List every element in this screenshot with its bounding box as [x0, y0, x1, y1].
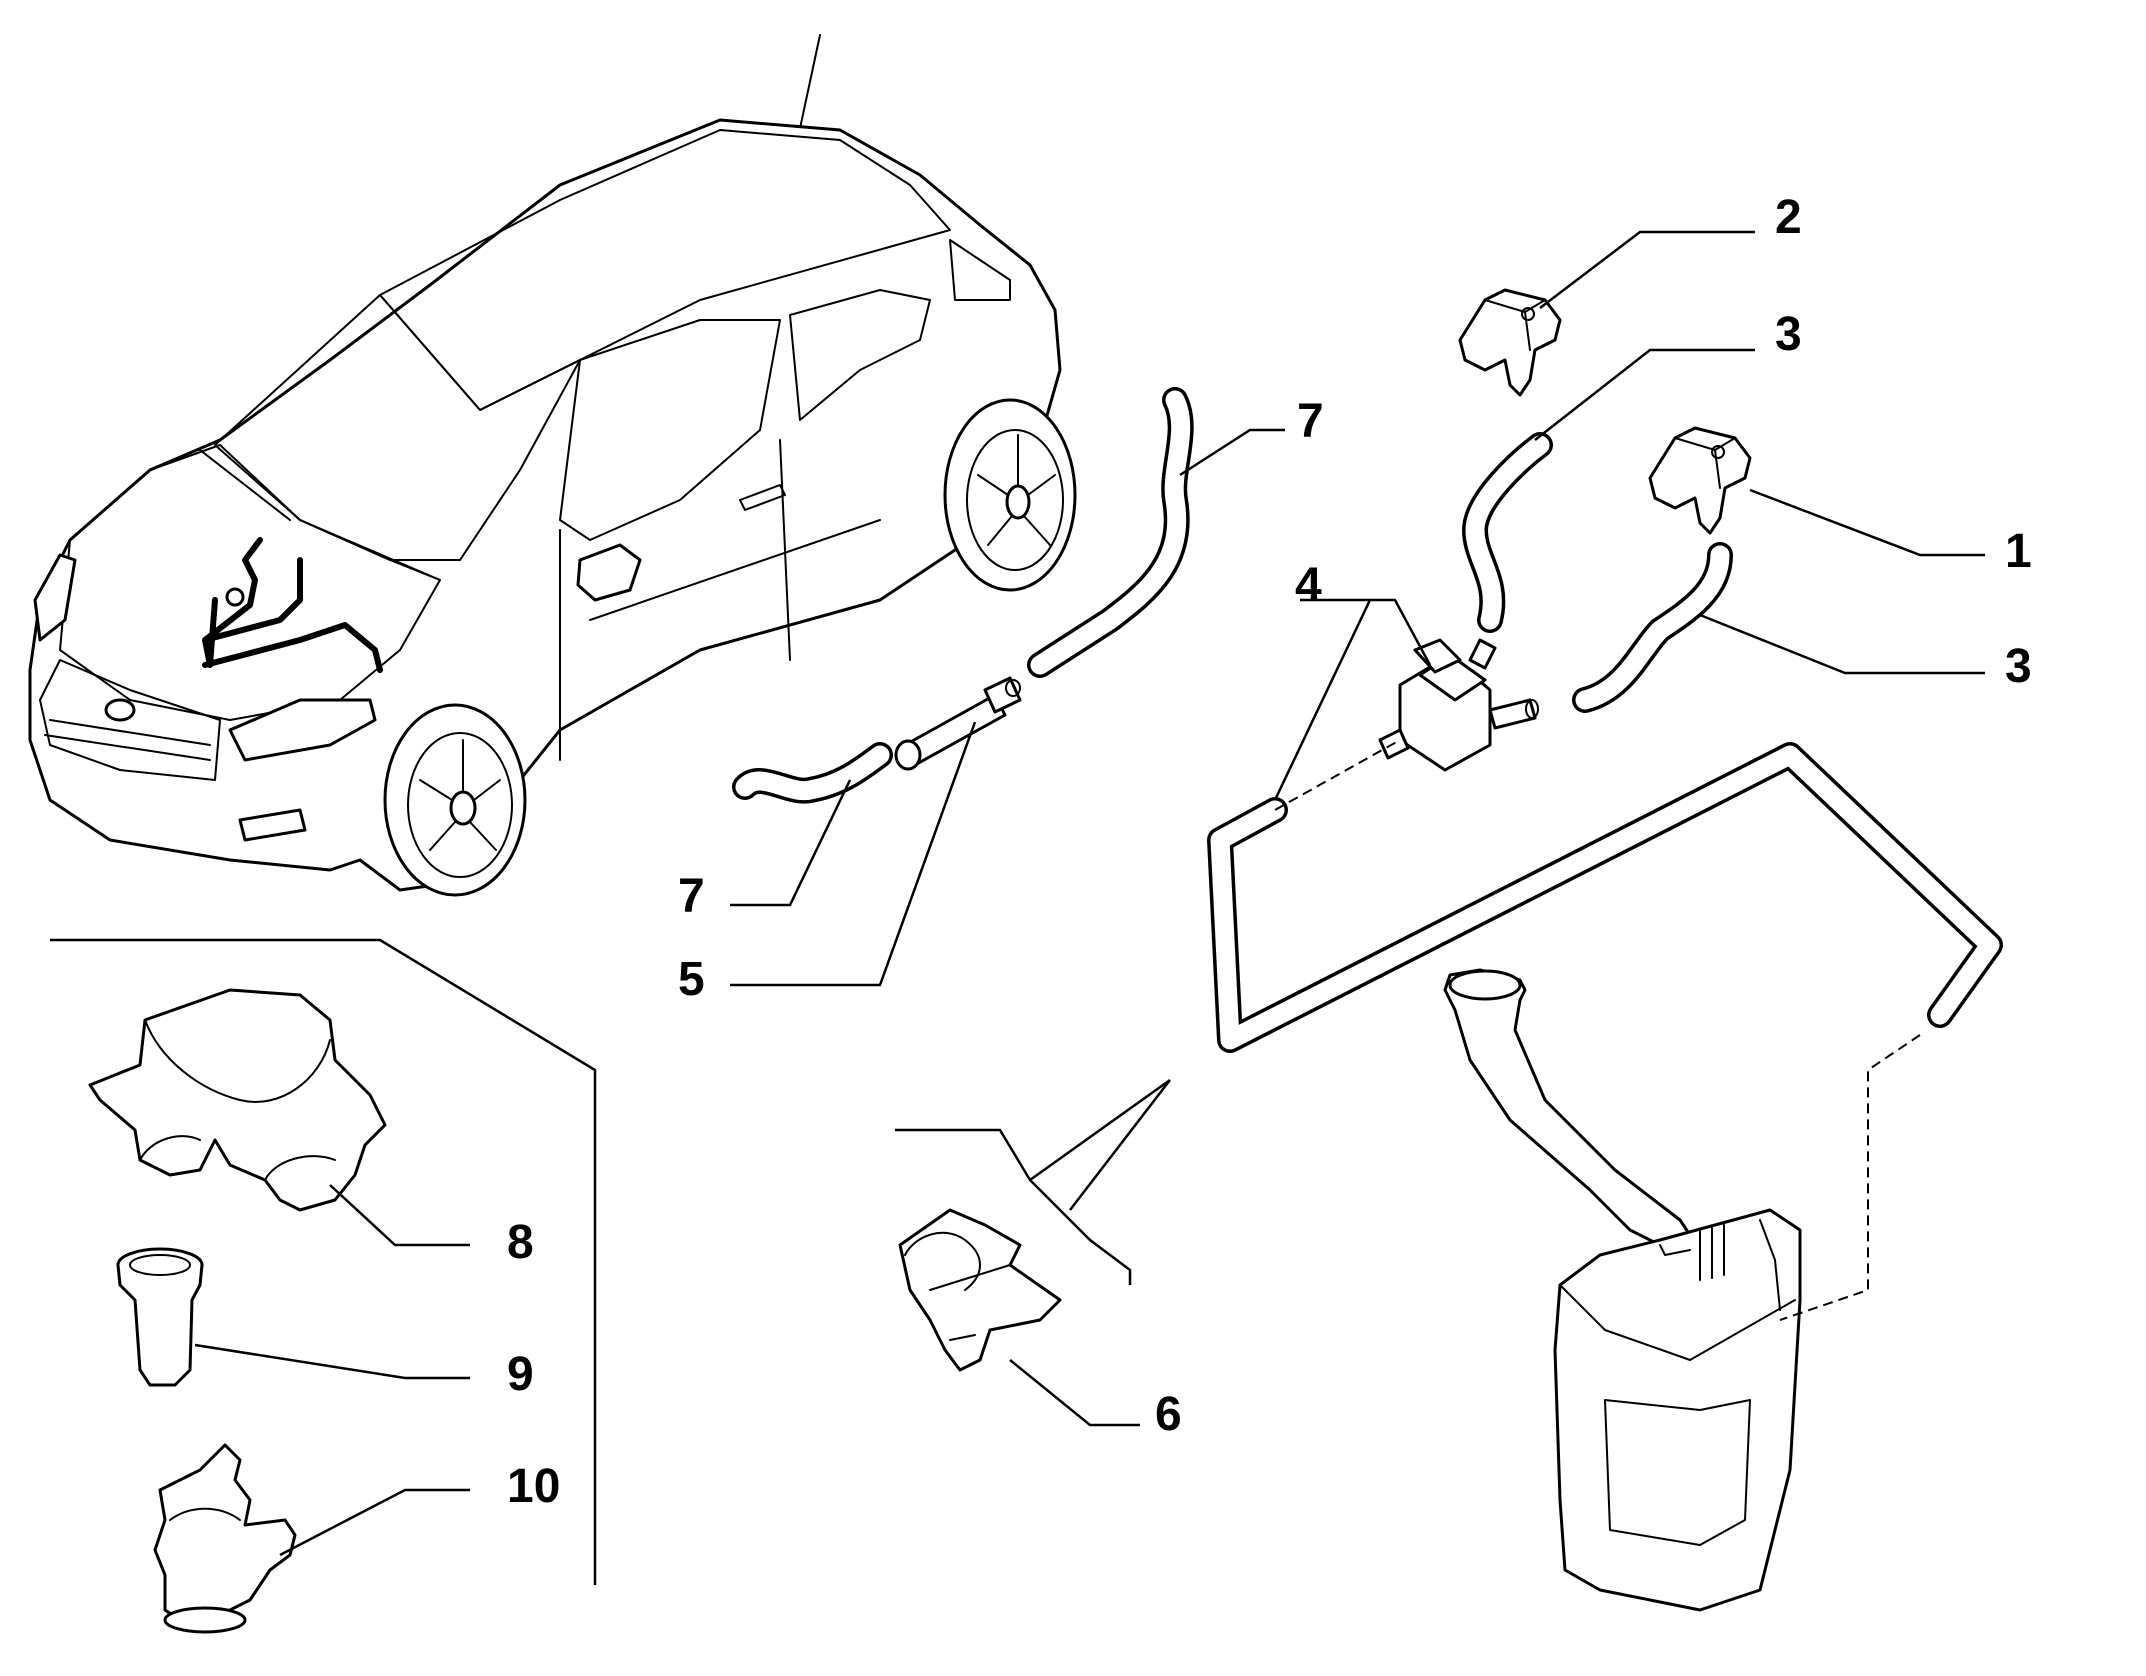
leader-1	[1749, 488, 1985, 557]
headlight-left	[33, 553, 77, 642]
callout-4: 4	[1295, 559, 1322, 612]
detail-pointer-6	[895, 1078, 1171, 1285]
leader-2	[1539, 230, 1755, 309]
front-wheel	[383, 703, 527, 897]
clip-10	[153, 1443, 297, 1634]
washer-hose-routing	[202, 537, 383, 673]
wiper-right	[299, 519, 441, 581]
callout-2: 2	[1775, 191, 1802, 244]
door-handle	[739, 484, 786, 511]
washer-nozzle-2	[1458, 288, 1562, 397]
leader-7a	[1179, 428, 1285, 477]
hose-clip-8	[88, 988, 387, 1212]
hose-clip-6	[898, 1208, 1062, 1372]
grommet-9	[116, 1247, 204, 1387]
front-side-window	[559, 319, 781, 541]
leader-3b	[1699, 613, 1985, 675]
callout-7-upper: 7	[1297, 395, 1324, 448]
car-body	[28, 118, 1062, 892]
dashed-hose-to-reservoir	[1779, 1034, 1921, 1321]
washer-reservoir	[1443, 968, 1802, 1612]
dashed-pump-to-hose	[1274, 739, 1401, 811]
leader-7b	[730, 779, 852, 907]
leader-8	[329, 1184, 470, 1247]
callout-10: 10	[507, 1460, 560, 1513]
washer-nozzle-dot	[225, 587, 245, 607]
leader-4	[1273, 598, 1432, 801]
callout-3-upper: 3	[1775, 308, 1802, 361]
callout-7-lower: 7	[678, 870, 705, 923]
headlight-right	[228, 698, 377, 762]
fog-light	[238, 808, 307, 842]
main-hose-reservoir	[1207, 742, 2003, 1053]
side-mirror	[576, 543, 642, 602]
brand-badge	[104, 698, 136, 722]
washer-nozzle-1	[1648, 426, 1752, 535]
rear-quarter-window	[949, 239, 1011, 301]
leader-9	[194, 1343, 470, 1380]
rear-side-window	[789, 289, 931, 421]
door-line	[559, 439, 881, 761]
leader-3a	[1534, 348, 1755, 441]
hood	[59, 444, 441, 721]
callout-6: 6	[1155, 1388, 1182, 1441]
hose-3-lower	[1572, 542, 1733, 713]
callout-1: 1	[2005, 525, 2032, 578]
car-illustration	[28, 34, 1077, 897]
leader-5	[730, 721, 977, 987]
detail-box-line	[50, 938, 597, 1585]
hose-3-upper	[1462, 432, 1553, 633]
hose-7-lower	[732, 742, 893, 804]
callout-9: 9	[507, 1348, 534, 1401]
front-grille	[39, 659, 221, 781]
wiper-left	[199, 449, 291, 521]
leader-10	[279, 1488, 470, 1557]
callout-8: 8	[507, 1216, 534, 1269]
hose-7-upper	[1027, 387, 1194, 678]
rear-wheel	[943, 398, 1077, 592]
hose-connector-5	[894, 676, 1022, 771]
callout-3-lower: 3	[2005, 640, 2032, 693]
leader-6	[1009, 1359, 1140, 1427]
callout-5: 5	[678, 953, 705, 1006]
washer-pump-4	[1378, 638, 1539, 772]
